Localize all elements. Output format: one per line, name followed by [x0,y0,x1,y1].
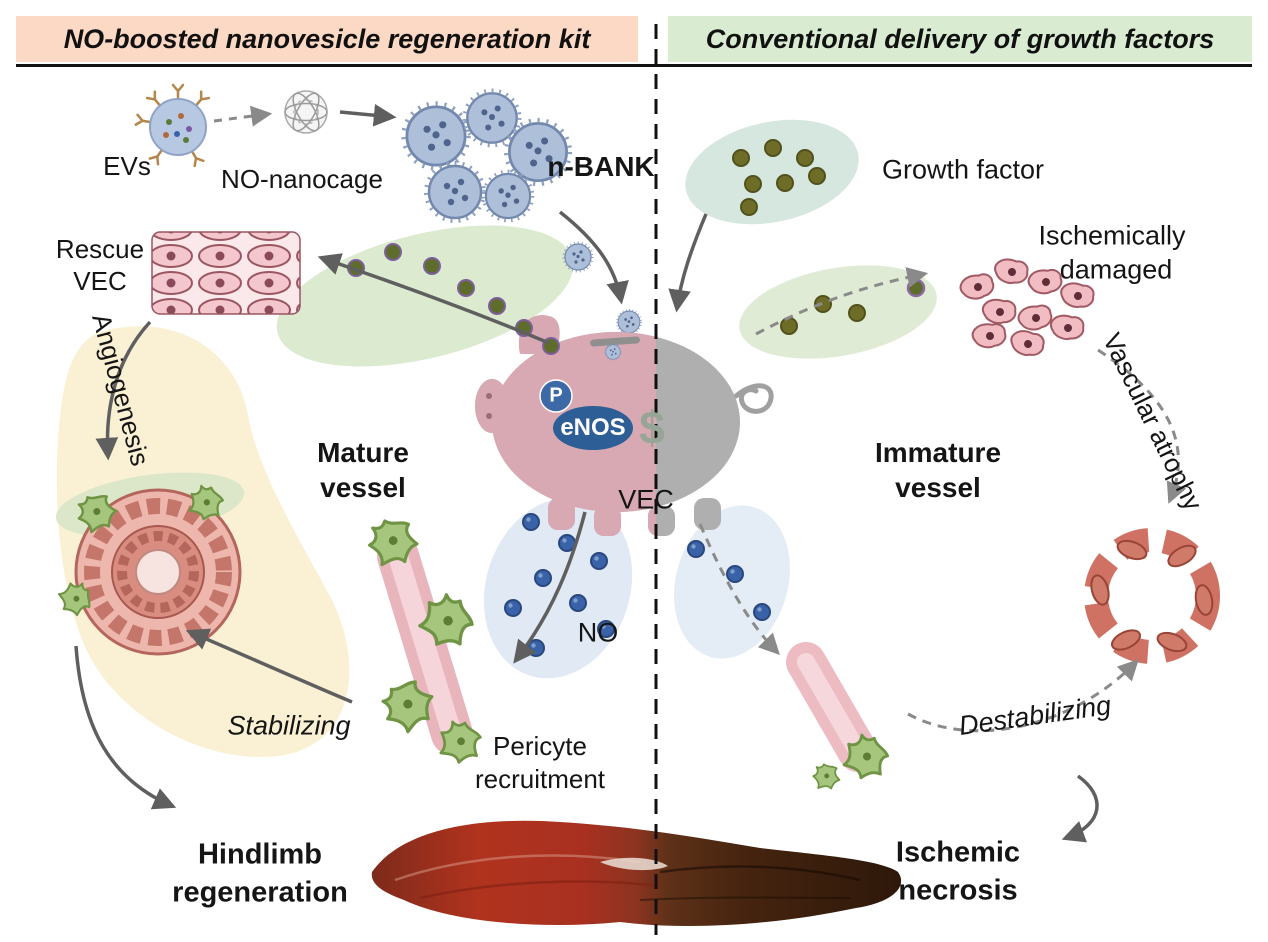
header-left-banner: NO-boosted nanovesicle regeneration kit [16,16,638,62]
ischemically-damaged-label-line2: damaged [1059,254,1173,285]
mature-vessel-cross-section [53,480,242,656]
mature-vessel-label-line2: vessel [320,471,406,503]
stabilizing-label: Stabilizing [227,710,351,741]
arrow-ev-to-nanocage [213,105,273,127]
arrow-nbank-to-piggy [558,210,629,305]
no-label: NO [577,617,619,648]
mature-vessel-tube [362,511,486,768]
ev-vesicle-icon [134,83,211,168]
arrow-angiogenesis [95,320,152,461]
growth-factor-blob-2 [739,265,937,359]
arrow-nanocage-to-nbank [339,103,397,127]
hindlimb-muscle [371,820,902,927]
enos-label: eNOS [560,414,626,442]
immature-vessel-label-line2: vessel [895,471,981,503]
evs-label: EVs [103,151,151,182]
phospho-label: P [549,384,563,407]
hindlimb-regeneration-label-line2: regeneration [172,876,348,909]
atrophied-vessel-ring [1084,528,1220,664]
arrow-to-hindlimb [74,645,177,810]
header-right-banner: Conventional delivery of growth factors [668,16,1252,62]
piggy-tail [733,383,774,414]
rescue-vec-label-line2: VEC [73,266,127,297]
arrow-destabilizing [907,658,1139,733]
piggy-bank [475,315,774,536]
arrow-no-release [513,511,587,664]
arrow-to-necrosis [1061,774,1099,843]
immature-vessel-label-line1: Immature [874,436,1002,468]
pericyte-recruitment-label-line2: recruitment [474,764,606,795]
vec-label: VEC [618,484,674,515]
no-nanocage-icon [284,90,328,134]
ischemically-damaged-label-line1: Ischemically [1038,220,1186,251]
rescue-vec-cell-sheet [151,231,301,315]
arrow-ev-secretion [317,253,550,345]
hindlimb-regeneration-label-line1: Hindlimb [197,838,323,871]
arrow-stabilizing [185,628,353,704]
piggy-coin-slot [590,336,640,347]
header-underline [16,64,1252,67]
pericyte-recruitment-label-line1: Pericyte [493,731,587,762]
arrow-no-release-right [698,523,780,656]
rescue-vec-label-line1: Rescue [55,234,145,265]
nbank-cluster [404,88,570,223]
nbank-label: n-BANK [547,150,655,182]
growth-factor-label: Growth factor [881,154,1045,185]
mature-vessel-label-line1: Mature [317,436,409,468]
growth-factor-blob [685,119,859,225]
arrow-growthfactor-to-piggy [668,213,708,313]
phospho-badge [539,379,573,413]
immature-vessel-tube [786,642,895,793]
arrow-vascular-atrophy [1097,348,1187,504]
ischemic-necrosis-label-line1: Ischemic [895,836,1021,869]
dollar-symbol: $ [639,401,665,454]
nanocage-label: NO-nanocage [221,164,383,195]
arrow-gf-to-damaged [755,267,929,336]
ischemic-necrosis-label-line2: necrosis [898,874,1018,907]
